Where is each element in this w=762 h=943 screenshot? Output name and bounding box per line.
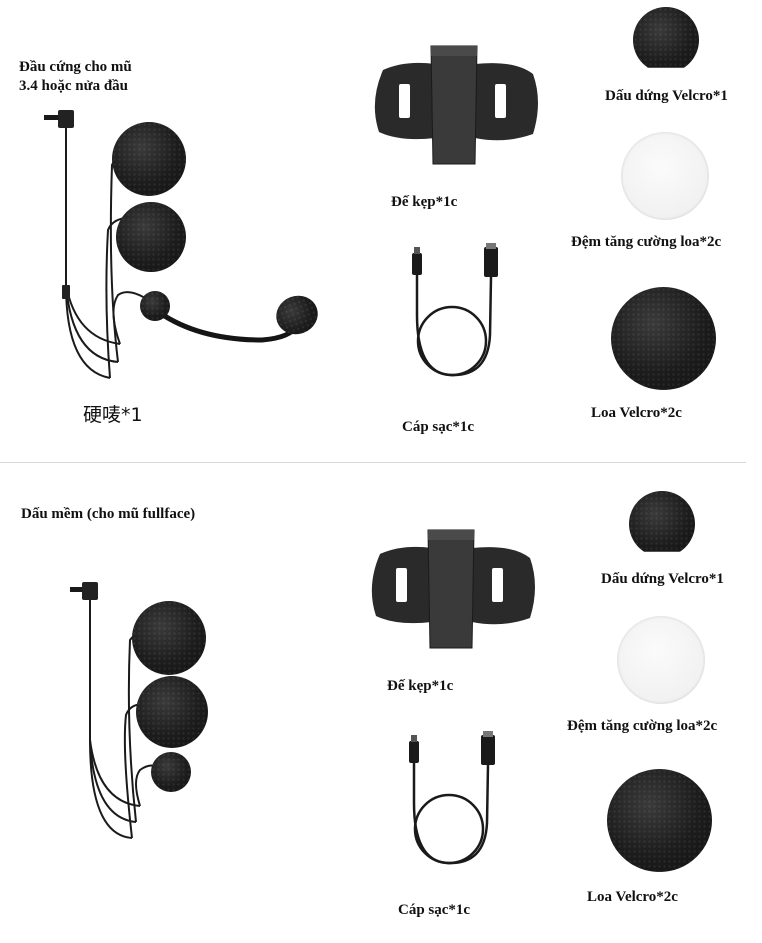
speaker-2-image	[136, 676, 208, 748]
charging-cable-label: Cáp sạc*1c	[402, 419, 475, 435]
clip-base-image	[374, 45, 538, 165]
hook-velcro-image	[629, 491, 695, 552]
mic-capsule-image	[151, 752, 191, 792]
hook-velcro-label: Dấu dứng Velcro*1	[601, 571, 724, 587]
speaker-pad-label: Đệm tăng cường loa*2c	[567, 718, 718, 734]
hard-mic-title-line2: 3.4 hoặc nửa đầu	[19, 78, 129, 94]
hook-velcro-image	[633, 7, 699, 68]
charging-cable-image	[409, 731, 495, 865]
clip-base-label: Đế kẹp*1c	[387, 678, 454, 694]
speaker-1-image	[132, 601, 206, 675]
hard-mic-caption: 硬唛*1	[83, 404, 143, 426]
speaker-velcro-image	[607, 769, 712, 872]
charging-cable-label: Cáp sạc*1c	[398, 902, 471, 918]
clip-base-image	[371, 529, 535, 649]
hard-mic-title-line1: Đầu cứng cho mũ	[19, 59, 132, 75]
speaker-velcro-label: Loa Velcro*2c	[591, 405, 682, 421]
clip-base-label: Đế kẹp*1c	[391, 194, 458, 210]
speaker-pad-image	[621, 132, 709, 220]
speaker-pad-label: Đệm tăng cường loa*2c	[571, 234, 722, 250]
hook-velcro-label: Dấu dứng Velcro*1	[605, 88, 728, 104]
speaker-1-image	[112, 122, 186, 196]
charging-cable-image	[412, 243, 498, 377]
speaker-velcro-image	[611, 287, 716, 390]
soft-mic-title: Dấu mềm (cho mũ fullface)	[21, 506, 196, 522]
section-divider	[0, 462, 746, 463]
speaker-velcro-label: Loa Velcro*2c	[587, 889, 678, 905]
mic-base-image	[140, 291, 170, 321]
speaker-pad-image	[617, 616, 705, 704]
speaker-2-image	[116, 202, 186, 272]
